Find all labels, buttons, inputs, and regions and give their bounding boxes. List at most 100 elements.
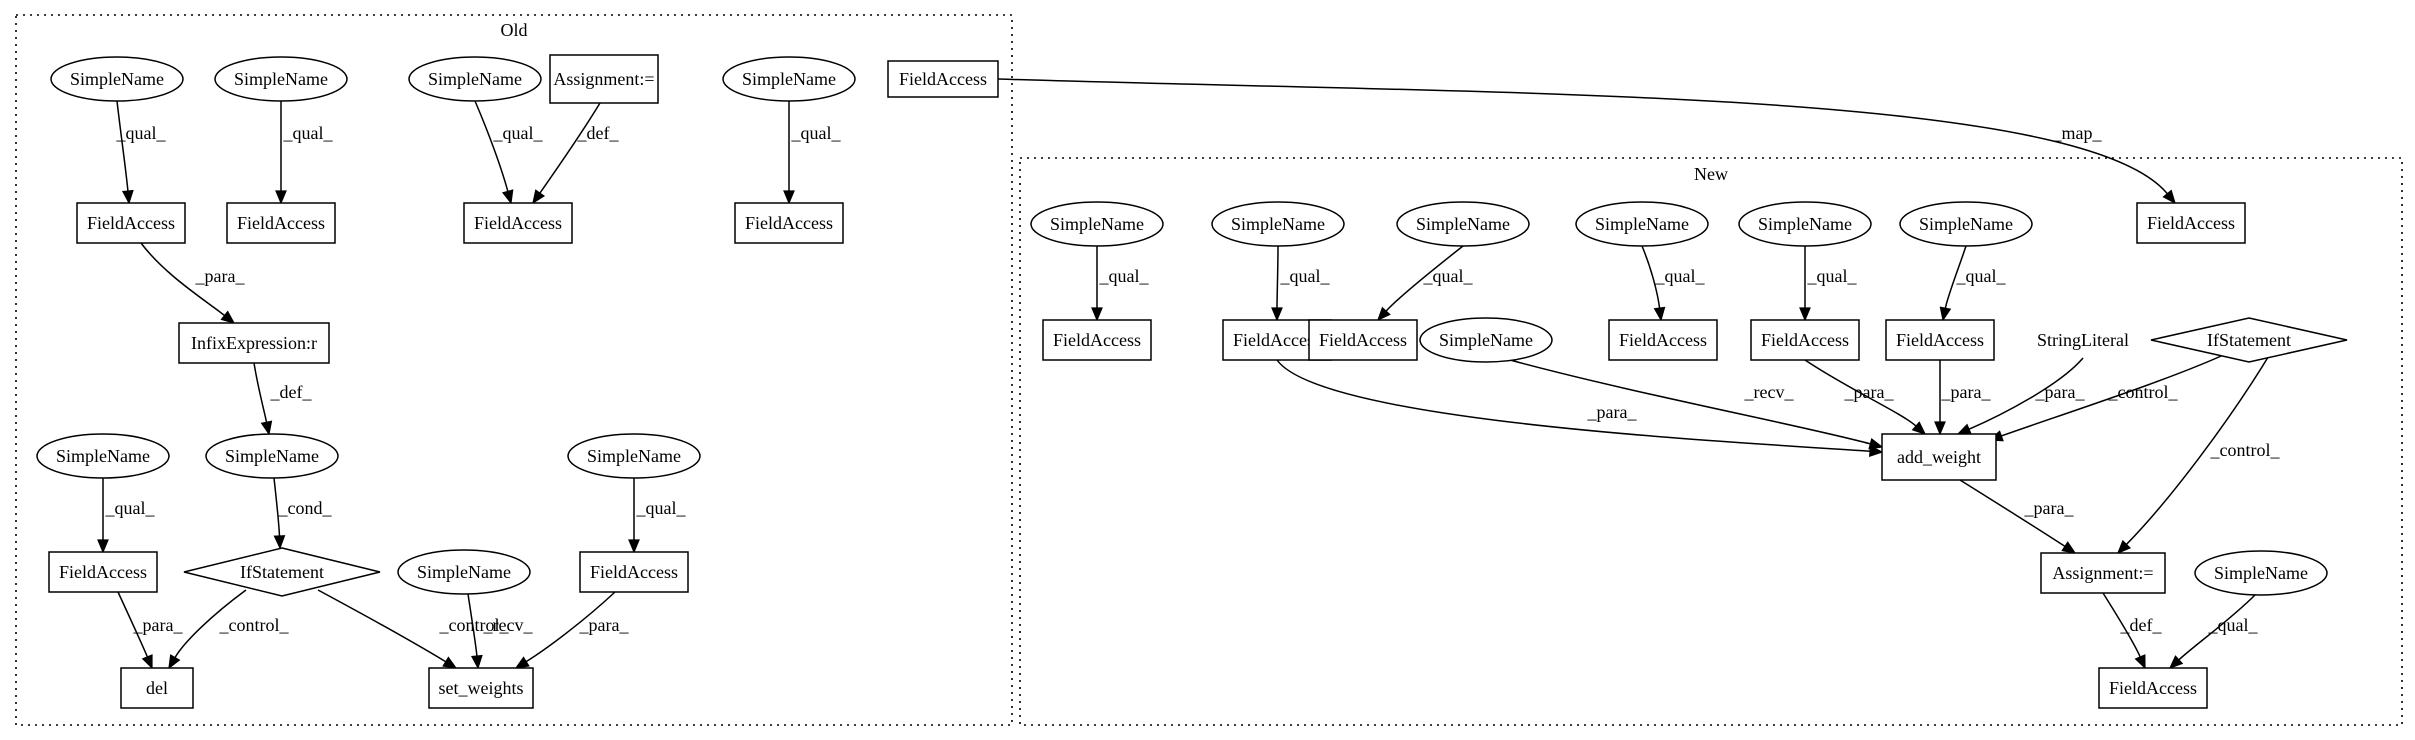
node-n_sn6: SimpleName bbox=[1899, 201, 2033, 247]
edge-o_sn1-to-o_fa1: _qual_ bbox=[116, 100, 167, 205]
node-box bbox=[76, 202, 186, 244]
node-label: Assignment:= bbox=[2052, 563, 2153, 583]
node-box bbox=[2136, 202, 2246, 244]
edge-n_if-to-n_addw: _control_ bbox=[1988, 351, 2231, 442]
node-o_fa6: FieldAccess bbox=[579, 551, 689, 593]
node-o_infix: InfixExpression:r bbox=[178, 322, 330, 364]
edge-line bbox=[2001, 351, 2231, 437]
edge-o_fa6-to-o_setw: _para_ bbox=[514, 591, 630, 669]
edge-n_assign-to-n_fa7: _def_ bbox=[2102, 592, 2163, 670]
edge-label: _control_ bbox=[2108, 382, 2179, 402]
edge-label: _def_ bbox=[270, 382, 313, 402]
edge-label: _para_ bbox=[1844, 382, 1895, 402]
node-label: FieldAccess bbox=[590, 562, 678, 582]
node-ellipse bbox=[1738, 201, 1872, 247]
node-box bbox=[1885, 319, 1995, 361]
arrowhead bbox=[1956, 423, 1972, 435]
node-n_addw: add_weight bbox=[1881, 433, 1997, 481]
edge-n_sn1-to-n_fa1: _qual_ bbox=[1091, 246, 1150, 322]
edge-line bbox=[1509, 359, 1871, 445]
edge-o_sn4-to-o_fa4: _qual_ bbox=[783, 100, 842, 205]
node-n_sn3: SimpleName bbox=[1396, 201, 1530, 247]
node-n_sn4: SimpleName bbox=[1575, 201, 1709, 247]
node-o_del: del bbox=[120, 667, 194, 709]
edge-o_fa5-to-o_del: _para_ bbox=[117, 591, 184, 670]
edge-label: _qual_ bbox=[1423, 266, 1474, 286]
edge-n_sn6-to-n_fa6: _qual_ bbox=[1939, 245, 2006, 322]
edge-o_sn2-to-o_fa2: _qual_ bbox=[275, 101, 333, 205]
edge-n_fa6-to-n_addw: _para_ bbox=[1934, 360, 1991, 436]
arrowhead bbox=[1799, 307, 1811, 322]
edge-line bbox=[1641, 245, 1661, 309]
edge-o_assign-to-o_fa3: _def_ bbox=[532, 102, 620, 205]
node-label: SimpleName bbox=[234, 69, 328, 89]
edge-n_str-to-n_addw: _para_ bbox=[1956, 357, 2086, 435]
edge-label: _map_ bbox=[2052, 123, 2103, 143]
arrowhead bbox=[1934, 421, 1946, 436]
node-label: IfStatement bbox=[2207, 330, 2291, 350]
arrowhead bbox=[220, 310, 236, 324]
node-ellipse bbox=[397, 549, 531, 595]
arrowhead bbox=[273, 535, 286, 550]
node-ellipse bbox=[214, 56, 348, 102]
edge-label: _para_ bbox=[195, 266, 246, 286]
edge-label: _def_ bbox=[577, 123, 620, 143]
node-label: SimpleName bbox=[1595, 214, 1689, 234]
edge-label: _para_ bbox=[579, 615, 630, 635]
edge-line bbox=[273, 477, 281, 537]
node-n_assign: Assignment:= bbox=[2040, 552, 2166, 594]
node-n_sn7: SimpleName bbox=[1419, 317, 1553, 363]
edge-label: _cond_ bbox=[278, 498, 333, 518]
edge-label: _qual_ bbox=[791, 123, 842, 143]
node-box bbox=[120, 667, 194, 709]
node-label: FieldAccess bbox=[2109, 678, 2197, 698]
cluster-old-border bbox=[15, 14, 1013, 726]
edge-label: _control_ bbox=[2210, 440, 2281, 460]
cluster-new: New bbox=[1019, 157, 2403, 726]
arrowhead bbox=[628, 539, 640, 554]
edge-line bbox=[467, 593, 478, 657]
node-n_str: StringLiteral bbox=[2037, 330, 2129, 350]
edge-line bbox=[474, 100, 509, 192]
edge-n_fa2-to-n_addw: _para_ bbox=[1276, 359, 1884, 458]
edge-line bbox=[525, 591, 616, 663]
node-label: FieldAccess bbox=[899, 69, 987, 89]
arrowhead bbox=[97, 539, 109, 554]
edge-label: _qual_ bbox=[116, 123, 167, 143]
arrowhead bbox=[1271, 307, 1283, 322]
edge-label: _qual_ bbox=[1099, 266, 1150, 286]
node-n_fa6: FieldAccess bbox=[1885, 319, 1995, 361]
node-label: SimpleName bbox=[417, 562, 511, 582]
node-ellipse bbox=[36, 433, 170, 479]
edge-label: _para_ bbox=[133, 615, 184, 635]
node-box bbox=[1308, 319, 1418, 361]
edge-o_if-to-o_setw: _control_ bbox=[317, 589, 510, 669]
edge-n_fa5-to-n_addw: _para_ bbox=[1804, 359, 1927, 436]
cluster-new-label: New bbox=[1694, 164, 1728, 184]
node-box bbox=[1608, 319, 1718, 361]
edge-label: _recv_ bbox=[483, 615, 534, 635]
edge-line bbox=[253, 362, 268, 423]
edge-label: _control_ bbox=[439, 615, 510, 635]
arrowhead bbox=[260, 420, 273, 436]
arrowhead bbox=[532, 189, 546, 205]
edge-line bbox=[117, 591, 149, 658]
node-label: InfixExpression:r bbox=[191, 333, 317, 353]
edge-label: _para_ bbox=[2035, 382, 2086, 402]
edge-line bbox=[1968, 357, 2084, 430]
node-box bbox=[1881, 433, 1997, 481]
node-label: SimpleName bbox=[70, 69, 164, 89]
node-box bbox=[887, 60, 999, 98]
node-ellipse bbox=[722, 56, 856, 102]
edge-o_sn5-to-o_if: _cond_ bbox=[273, 477, 333, 550]
edge-label: _def_ bbox=[2120, 615, 2163, 635]
node-ellipse bbox=[205, 433, 339, 479]
edge-label: _qual_ bbox=[493, 123, 544, 143]
node-box bbox=[2098, 667, 2208, 709]
node-o_sn6: SimpleName bbox=[36, 433, 170, 479]
node-n_fa_map: FieldAccess bbox=[2136, 202, 2246, 244]
arrowhead bbox=[514, 656, 530, 669]
node-n_if: IfStatement bbox=[2150, 317, 2348, 363]
node-label: SimpleName bbox=[225, 446, 319, 466]
node-label: SimpleName bbox=[1758, 214, 1852, 234]
